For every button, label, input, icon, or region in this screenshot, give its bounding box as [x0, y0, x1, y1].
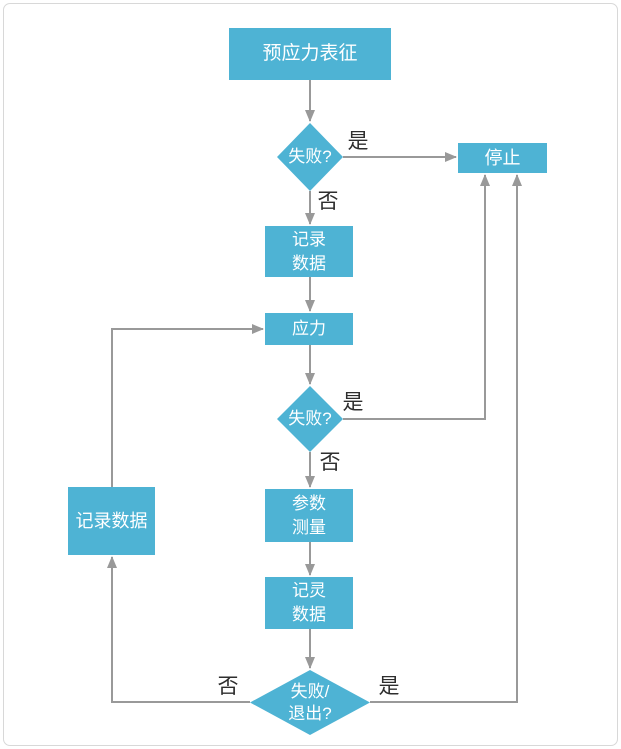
node-stress: 应力: [265, 313, 353, 345]
node-parameter-measurement: 参数 测量: [265, 489, 353, 542]
node-stop: 停止: [458, 143, 547, 173]
node-label: 失败?: [288, 147, 332, 166]
node-record-data-1: 记录 数据: [265, 226, 353, 277]
node-label: 记录 数据: [292, 229, 326, 273]
edge-label-yes-1: 是: [347, 130, 369, 153]
edge-label-no-1: 否: [317, 190, 339, 213]
edge-label-yes-2: 是: [342, 391, 364, 414]
edge-label-no-2: 否: [319, 451, 341, 474]
edge-label-no-3: 否: [217, 675, 239, 698]
edge-fail2-yes-to-stop: [343, 174, 490, 420]
node-label: 记灵 数据: [292, 581, 326, 624]
node-label: 记录数据: [75, 511, 148, 531]
node-record-data-left: 记录数据: [68, 487, 155, 555]
node-label: 应力: [292, 319, 326, 338]
node-label: 失败/ 退出?: [288, 681, 332, 723]
node-label: 参数 测量: [292, 493, 326, 537]
edge-label-yes-3: 是: [378, 675, 400, 698]
edge-record-left-to-stress: [111, 324, 264, 487]
edge-fail-exit-yes-to-stop: [370, 174, 522, 703]
node-record-data-2: 记灵 数据: [265, 577, 353, 629]
node-label: 失败?: [288, 409, 332, 428]
node-prestress-characterization: 预应力表征: [229, 28, 391, 80]
node-label: 停止: [484, 148, 521, 168]
edge-fail-exit-no-to-record-left: [107, 556, 250, 703]
node-label: 预应力表征: [262, 43, 358, 64]
